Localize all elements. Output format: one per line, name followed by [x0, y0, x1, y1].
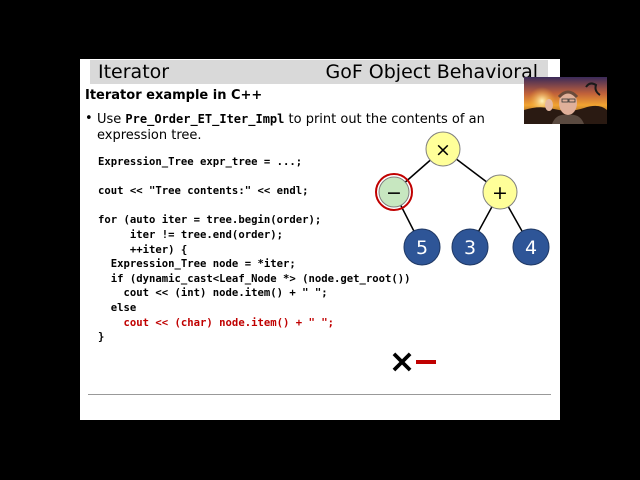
code-line: Expression_Tree node = *iter;	[98, 258, 296, 271]
node-root-label: ×	[435, 139, 451, 161]
node-right-operator: +	[482, 174, 518, 210]
node-left-operator: −	[375, 173, 413, 211]
slide-title: Iterator	[98, 61, 170, 83]
output-progress-mark: ×	[390, 347, 436, 377]
node-leaf-5: 5	[403, 228, 441, 266]
code-line: cout << (int) node.item() + " ";	[98, 287, 328, 300]
code-line: cout << "Tree contents:" << endl;	[98, 185, 309, 198]
presenter-webcam	[524, 77, 607, 124]
node-leaf-4: 4	[512, 228, 550, 266]
node-leaf-3: 3	[451, 228, 489, 266]
code-line: if (dynamic_cast<Leaf_Node *> (node.get_…	[98, 272, 411, 285]
code-line: else	[98, 301, 137, 314]
node-leaf-4-label: 4	[525, 237, 537, 259]
bullet-marker: •	[85, 111, 93, 126]
code-line: Expression_Tree expr_tree = ...;	[98, 156, 303, 168]
bullet-prefix: Use	[97, 112, 126, 127]
code-line: iter != tree.end(order);	[98, 228, 283, 241]
node-right-label: +	[492, 182, 508, 204]
bullet-code: Pre_Order_ET_Iter_Impl	[125, 112, 285, 126]
code-block: Expression_Tree expr_tree = ...; cout <<…	[98, 155, 411, 345]
presenter-video-icon	[524, 77, 607, 124]
expression-tree-diagram: × − + 5 3 4	[375, 131, 550, 266]
node-root: ×	[425, 131, 461, 167]
bottom-divider	[88, 394, 551, 395]
code-line: for (auto iter = tree.begin(order);	[98, 214, 322, 227]
output-minus-dash	[416, 360, 436, 364]
slide-subtitle: Iterator example in C++	[85, 88, 263, 103]
code-line: ++iter) {	[98, 243, 188, 256]
bullet-text: Use Pre_Order_ET_Iter_Impl to print out …	[97, 111, 497, 144]
node-left-label: −	[386, 182, 402, 204]
slide: Iterator GoF Object Behavioral Iterator …	[80, 59, 560, 420]
output-multiply-symbol: ×	[390, 347, 415, 377]
title-bar: Iterator GoF Object Behavioral	[90, 60, 548, 84]
node-leaf-5-label: 5	[416, 237, 428, 259]
node-leaf-3-label: 3	[464, 237, 476, 259]
code-line: cout << (char) node.item() + " ";	[98, 316, 335, 329]
bullet-suffix: to print out the contents of an expressi…	[97, 112, 485, 143]
pattern-category: GoF Object Behavioral	[325, 61, 538, 83]
code-line: }	[98, 331, 105, 344]
